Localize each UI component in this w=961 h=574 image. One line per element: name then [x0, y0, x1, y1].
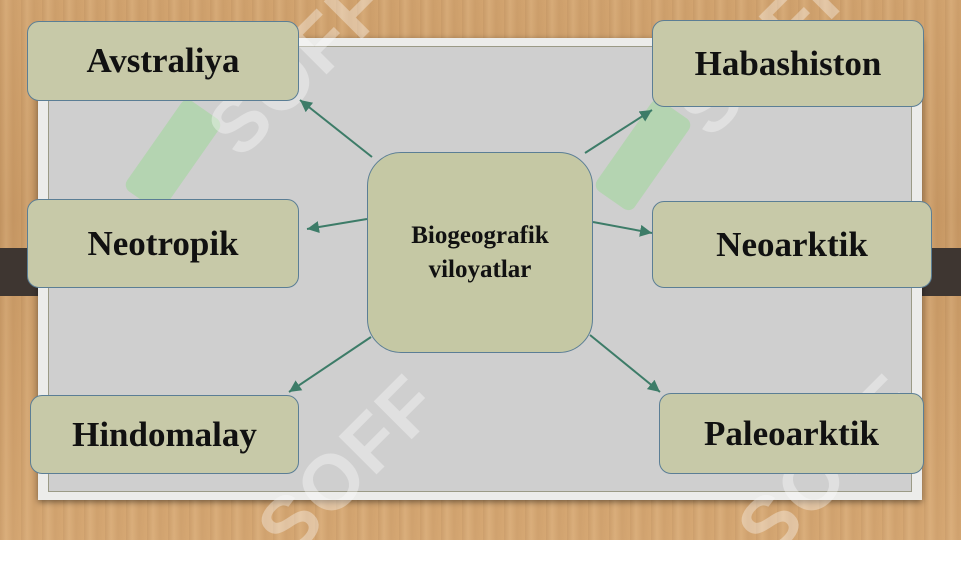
- region-label: Neoarktik: [716, 224, 868, 264]
- region-box-habashiston: Habashiston: [652, 20, 924, 107]
- region-label: Habashiston: [694, 43, 882, 83]
- region-box-hindomalay: Hindomalay: [30, 395, 299, 474]
- arrow-to-neotropik: [306, 218, 368, 233]
- arrow-to-hindomalay: [288, 336, 372, 393]
- region-box-avstraliya: Avstraliya: [27, 21, 299, 101]
- region-box-paleoarktik: Paleoarktik: [659, 393, 924, 474]
- region-box-neoarktik: Neoarktik: [652, 201, 932, 288]
- region-label: Paleoarktik: [704, 413, 879, 453]
- region-label: Hindomalay: [72, 414, 257, 454]
- center-node: Biogeografik viloyatlar: [367, 152, 593, 353]
- arrow-to-habashiston: [584, 109, 653, 154]
- region-label: Neotropik: [87, 223, 239, 263]
- arrows-layer: [288, 99, 661, 393]
- arrow-to-avstraliya: [299, 99, 373, 158]
- arrow-to-neoarktik: [592, 221, 653, 237]
- center-label: Biogeografik viloyatlar: [411, 221, 549, 283]
- region-label: Avstraliya: [86, 41, 240, 80]
- region-box-neotropik: Neotropik: [27, 199, 299, 288]
- arrow-to-paleoarktik: [589, 334, 661, 393]
